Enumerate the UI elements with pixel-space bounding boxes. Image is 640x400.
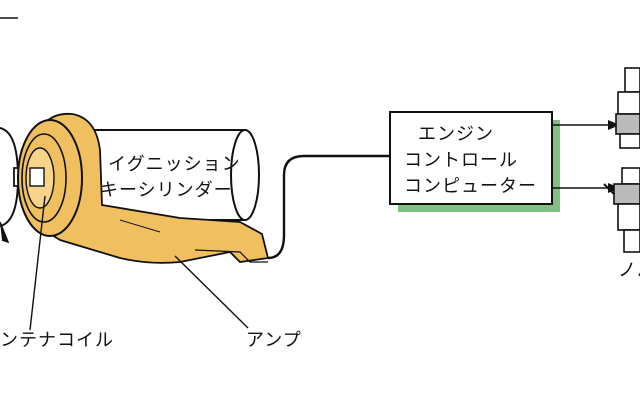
- computer-label-line2: コントロール: [404, 150, 518, 171]
- engine-control-computer: [389, 111, 560, 212]
- output-arrows: [552, 120, 620, 193]
- computer-label-line3: コンピューター: [404, 176, 537, 197]
- amp-label: アンプ: [246, 330, 302, 351]
- injector-top: [615, 67, 640, 149]
- antenna-coil-label: ンテナコイル: [0, 330, 114, 351]
- antenna-coil: [17, 119, 83, 237]
- valve-label-partial: ノバ: [618, 260, 640, 281]
- cylinder-label-line1: イグニッション: [108, 154, 241, 175]
- cylinder-label-line2: キーシリンダー: [100, 180, 233, 201]
- injector-bottom: [603, 167, 640, 253]
- computer-label-line1: エンジン: [418, 124, 494, 145]
- antenna-coil-leader: [29, 195, 46, 331]
- amp-leader: [174, 255, 249, 329]
- computer-box: [389, 111, 553, 205]
- signal-wire: [267, 154, 390, 260]
